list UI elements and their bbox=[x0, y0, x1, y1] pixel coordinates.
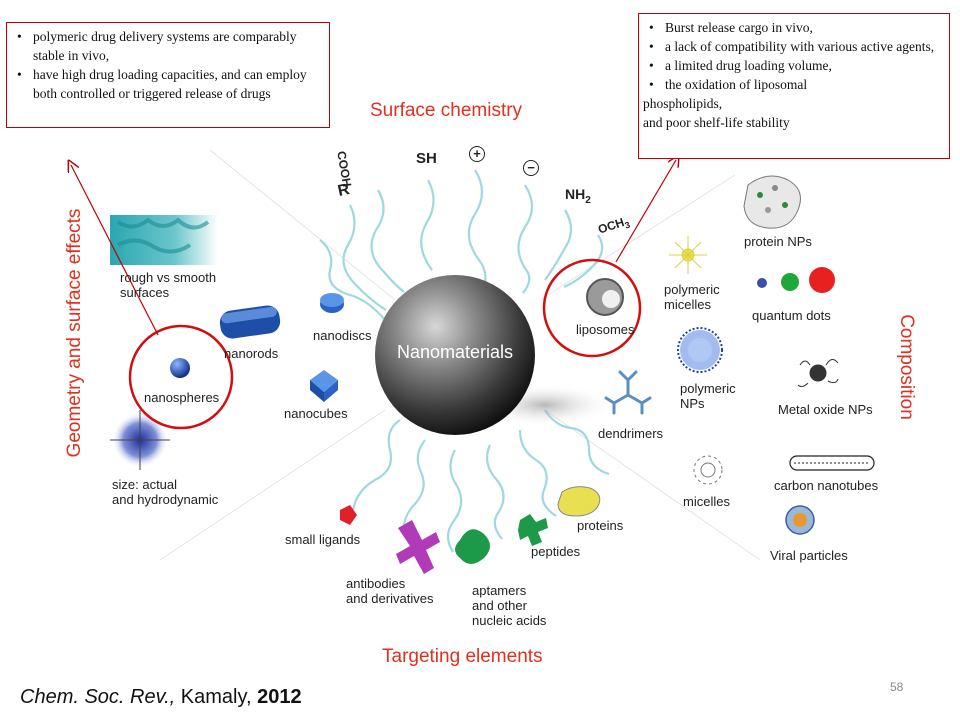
left-box-item: polymeric drug delivery systems are comp… bbox=[11, 27, 323, 65]
label-aptamers-line: nucleic acids bbox=[472, 613, 547, 628]
targeting-wavy-chains bbox=[351, 409, 610, 553]
quantum-dot-small bbox=[757, 278, 767, 288]
right-box-item: a limited drug loading volume, bbox=[643, 56, 943, 75]
label-protein-nps: protein NPs bbox=[744, 234, 812, 249]
nanocube-shape bbox=[310, 370, 338, 392]
polymeric-np-shape bbox=[677, 327, 723, 373]
nanosphere-highlight-circle bbox=[128, 324, 234, 430]
label-quantum-dots: quantum dots bbox=[752, 308, 831, 323]
label-polymeric-nps-line: polymeric bbox=[680, 381, 736, 396]
label-micelles: micelles bbox=[683, 494, 730, 509]
right-callout-box: Burst release cargo in vivo, a lack of c… bbox=[638, 13, 950, 159]
metal-oxide-np-shape bbox=[797, 359, 839, 388]
right-box-item: the oxidation of liposomal bbox=[643, 75, 943, 94]
label-dendrimers: dendrimers bbox=[598, 426, 664, 441]
citation-author: Kamaly, bbox=[175, 686, 258, 708]
viral-particle-shape bbox=[785, 505, 815, 535]
micelle-shape bbox=[693, 455, 723, 485]
group-nh2-text: NH bbox=[565, 186, 586, 202]
nanomaterial-sphere bbox=[375, 275, 535, 435]
small-ligand-shape bbox=[340, 505, 357, 525]
label-liposomes: liposomes bbox=[576, 322, 635, 337]
label-nanorods: nanorods bbox=[224, 346, 279, 361]
carbon-nanotube-shape bbox=[789, 455, 875, 471]
polymeric-micelle-shape bbox=[669, 236, 707, 274]
protein-shape bbox=[557, 486, 601, 517]
quantum-dot-large bbox=[809, 267, 835, 293]
label-antibodies-line: and derivatives bbox=[346, 591, 434, 606]
label-aptamers-line: aptamers bbox=[472, 583, 527, 598]
label-viral: Viral particles bbox=[770, 548, 848, 563]
peptide-shape bbox=[518, 514, 548, 546]
geometry-title: Geometry and surface effects bbox=[64, 208, 85, 458]
group-nh2-sub: 2 bbox=[585, 194, 591, 206]
citation-year: 2012 bbox=[257, 686, 302, 708]
protein-np-shape bbox=[743, 175, 801, 229]
nanosphere-shape bbox=[170, 358, 190, 378]
label-proteins: proteins bbox=[577, 518, 624, 533]
left-callout-arrow bbox=[71, 165, 159, 336]
citation-journal: Chem. Soc. Rev., bbox=[20, 686, 176, 708]
label-antibodies: antibodies and derivatives bbox=[346, 576, 433, 606]
label-size: size: actual and hydrodynamic bbox=[112, 477, 218, 507]
label-size-line: size: actual bbox=[112, 477, 178, 492]
group-minus: − bbox=[523, 160, 539, 176]
label-small-ligands: small ligands bbox=[285, 532, 361, 547]
right-box-item: Burst release cargo in vivo, bbox=[643, 18, 943, 37]
label-polymeric-micelles: polymeric micelles bbox=[664, 282, 720, 312]
center-label: Nanomaterials bbox=[396, 342, 514, 362]
citation: Chem. Soc. Rev., Kamaly, 2012 bbox=[20, 686, 302, 709]
label-size-line: and hydrodynamic bbox=[112, 492, 219, 507]
surface-wavy-chains bbox=[319, 169, 604, 321]
right-box-line: phospholipids, bbox=[643, 96, 723, 111]
quantum-dot-medium bbox=[781, 273, 799, 291]
label-nanocubes: nanocubes bbox=[284, 406, 348, 421]
label-nanodiscs: nanodiscs bbox=[313, 328, 372, 343]
aptamer-shape bbox=[455, 529, 490, 564]
group-nh2: NH2 bbox=[565, 186, 591, 206]
label-antibodies-line: antibodies bbox=[346, 576, 406, 591]
antibody-shape bbox=[396, 520, 440, 574]
composition-title: Composition bbox=[896, 314, 917, 420]
separator-lines bbox=[159, 149, 761, 561]
left-callout-box: polymeric drug delivery systems are comp… bbox=[6, 22, 330, 128]
label-carbon-nanotubes: carbon nanotubes bbox=[774, 478, 879, 493]
surface-chemistry-title: Surface chemistry bbox=[370, 100, 523, 121]
label-polymeric-micelles-line: polymeric bbox=[664, 282, 720, 297]
right-box-item: a lack of compatibility with various act… bbox=[643, 37, 943, 56]
label-metal-oxide: Metal oxide NPs bbox=[778, 402, 873, 417]
left-box-item: have high drug loading capacities, and c… bbox=[11, 65, 323, 103]
label-peptides: peptides bbox=[531, 544, 581, 559]
liposome-highlight-circle bbox=[542, 258, 642, 358]
label-rough-line: surfaces bbox=[120, 285, 170, 300]
dendrimer-shape bbox=[604, 370, 652, 415]
label-aptamers: aptamers and other nucleic acids bbox=[472, 583, 546, 628]
label-aptamers-line: and other bbox=[472, 598, 527, 613]
label-rough: rough vs smooth surfaces bbox=[120, 270, 216, 300]
group-plus: + bbox=[469, 146, 485, 162]
right-callout-arrow bbox=[615, 160, 676, 263]
label-polymeric-nps: polymeric NPs bbox=[680, 381, 736, 411]
label-polymeric-nps-line: NPs bbox=[680, 396, 705, 411]
right-box-line: and poor shelf-life stability bbox=[643, 115, 790, 130]
label-polymeric-micelles-line: micelles bbox=[664, 297, 711, 312]
group-sh: SH bbox=[416, 150, 437, 167]
page-number: 58 bbox=[890, 680, 904, 694]
label-nanospheres: nanospheres bbox=[144, 390, 220, 405]
label-rough-line: rough vs smooth bbox=[120, 270, 217, 285]
targeting-elements-title: Targeting elements bbox=[382, 646, 543, 667]
